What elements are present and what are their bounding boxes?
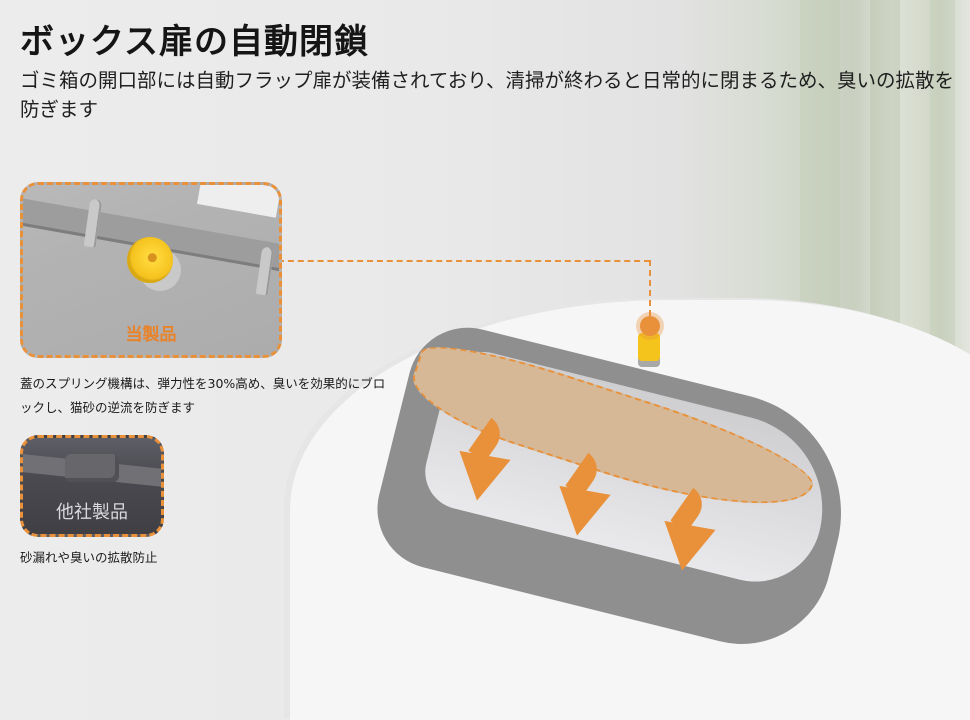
our-product-callout: 当製品 (20, 182, 282, 358)
spring-pin (638, 333, 660, 361)
spring-pin-closeup (127, 237, 173, 283)
spring-pin-marker-icon (640, 316, 660, 336)
our-product-label: 当製品 (125, 325, 177, 345)
lid-detail (197, 185, 279, 218)
page-title: ボックス扉の自動閉鎖 (20, 22, 369, 62)
callout-connector (278, 260, 650, 262)
competitor-label: 他社製品 (56, 502, 128, 523)
callout-connector (649, 260, 651, 316)
competitor-latch (65, 454, 119, 482)
competitor-caption: 砂漏れや臭いの拡散防止 (20, 550, 158, 565)
feature-description: ゴミ箱の開口部には自動フラップ扉が装備されており、清掃が終わると日常的に閉まるた… (20, 69, 955, 121)
competitor-callout: 他社製品 (20, 435, 164, 537)
our-product-caption: 蓋のスプリング機構は、弾力性を30%高め、臭いを効果的にブロックし、猫砂の逆流を… (20, 376, 386, 415)
